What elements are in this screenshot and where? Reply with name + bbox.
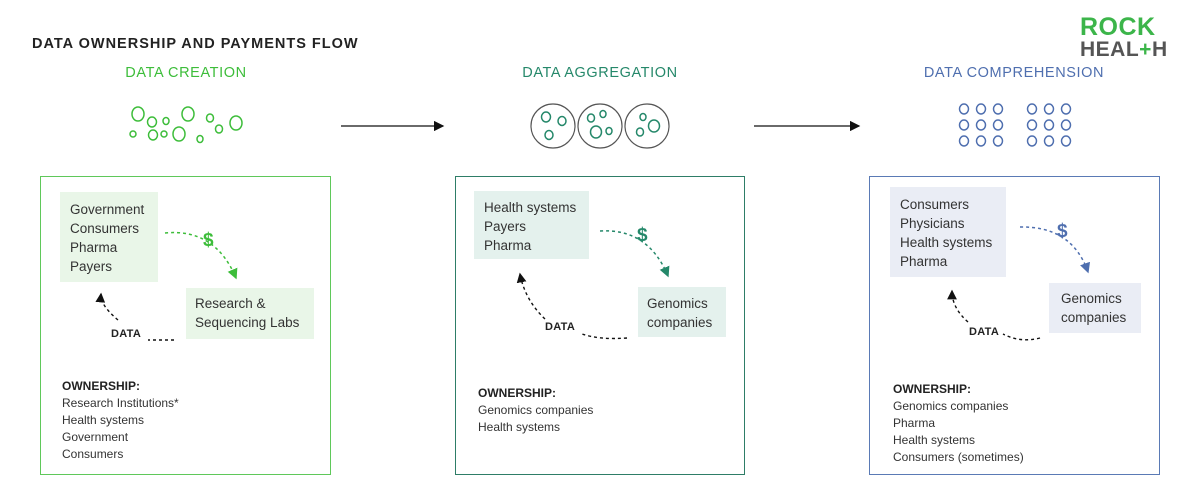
payers-box-creation: Government Consumers Pharma Payers (60, 192, 158, 282)
receiver-item: Sequencing Labs (195, 315, 300, 330)
payer-item: Health systems (900, 235, 993, 250)
data-arrow-creation-up (95, 292, 119, 321)
payment-arrow-creation (164, 231, 238, 280)
payer-item: Pharma (900, 254, 948, 269)
payer-item: Consumers (70, 221, 140, 236)
owner-item: Government (62, 430, 129, 444)
ownership-title: OWNERSHIP: (893, 382, 971, 396)
payer-item: Health systems (484, 200, 577, 215)
payers-box-comprehension: Consumers Physicians Health systems Phar… (890, 187, 1006, 277)
ordered-circles-icon (958, 103, 1072, 147)
stage-title-comprehension: DATA COMPREHENSION (923, 65, 1105, 81)
logo-line-1: ROCK (1080, 13, 1156, 41)
scattered-circles-icon (129, 106, 243, 144)
owner-item: Genomics companies (893, 399, 1009, 413)
data-flow-label: DATA (111, 328, 142, 340)
data-arrow-aggregation-up (516, 272, 546, 320)
data-arrow-comprehension (1002, 333, 1041, 341)
receiver-item: Genomics (647, 296, 708, 311)
payer-item: Payers (484, 219, 527, 234)
payment-arrow-aggregation (599, 230, 670, 278)
payer-item: Physicians (900, 216, 965, 231)
stage-title-creation: DATA CREATION (125, 65, 247, 81)
payment-arrow-comprehension (1019, 226, 1090, 274)
owner-item: Health systems (893, 433, 976, 447)
receiver-item: Research & (195, 296, 266, 311)
owner-item: Genomics companies (478, 403, 594, 417)
data-flow-label: DATA (545, 321, 576, 333)
ownership-title: OWNERSHIP: (62, 379, 140, 393)
receiver-box-comprehension: Genomics companies (1049, 283, 1141, 333)
owner-item: Health systems (62, 413, 145, 427)
owner-item: Consumers (62, 447, 124, 461)
payer-item: Government (70, 202, 145, 217)
payer-item: Payers (70, 259, 113, 274)
stage-title-aggregation: DATA AGGREGATION (522, 65, 678, 81)
panel-data-creation (40, 176, 331, 475)
dollar-icon: $ (637, 225, 648, 246)
page-title: DATA OWNERSHIP AND PAYMENTS FLOW (32, 36, 359, 52)
owner-item: Pharma (893, 416, 936, 430)
rock-health-logo: ROCK HEAL+H (1080, 13, 1167, 62)
dollar-icon: $ (1057, 221, 1068, 242)
owner-item: Consumers (sometimes) (893, 450, 1024, 464)
data-arrow-aggregation (581, 333, 628, 340)
data-arrow-comprehension-up (947, 289, 969, 323)
panel-data-comprehension (869, 176, 1160, 475)
ownership-aggregation: OWNERSHIP: Genomics companies Health sys… (478, 385, 593, 436)
data-flow-label: DATA (969, 326, 1000, 338)
panel-data-aggregation (455, 176, 745, 475)
payer-item: Consumers (900, 197, 970, 212)
grouped-circles-icon (530, 103, 670, 149)
receiver-item: Genomics (1061, 291, 1122, 306)
ownership-comprehension: OWNERSHIP: Genomics companies Pharma Hea… (893, 381, 1024, 466)
receiver-box-aggregation: Genomics companies (638, 287, 726, 337)
dollar-icon: $ (203, 230, 214, 251)
owner-item: Health systems (478, 420, 561, 434)
receiver-item: companies (1061, 310, 1127, 325)
payers-box-aggregation: Health systems Payers Pharma (474, 191, 589, 259)
receiver-box-creation: Research & Sequencing Labs (186, 288, 314, 339)
receiver-item: companies (647, 315, 713, 330)
payer-item: Pharma (484, 238, 532, 253)
owner-item: Research Institutions* (62, 396, 179, 410)
payer-item: Pharma (70, 240, 118, 255)
ownership-title: OWNERSHIP: (478, 386, 556, 400)
ownership-creation: OWNERSHIP: Research Institutions* Health… (62, 378, 179, 463)
